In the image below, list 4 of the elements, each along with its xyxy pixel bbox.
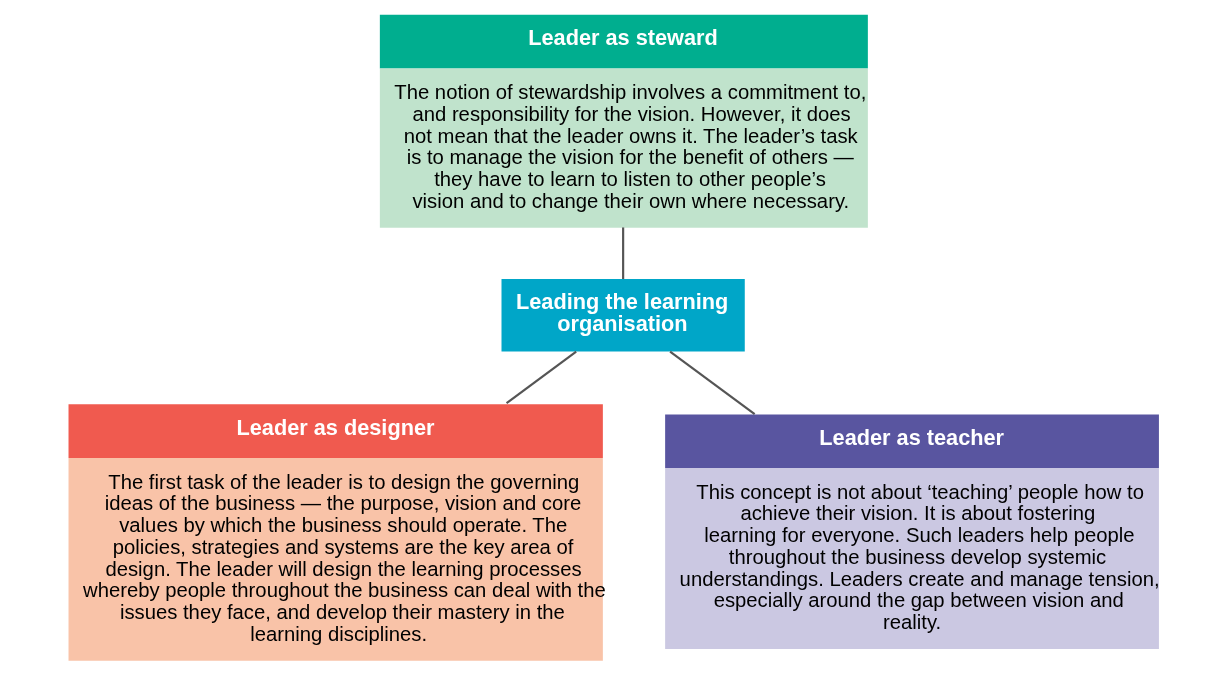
connector: [505, 350, 577, 405]
connector: [622, 227, 625, 280]
connector: [669, 350, 756, 416]
node-box: Leading the learning organisation: [501, 279, 745, 352]
